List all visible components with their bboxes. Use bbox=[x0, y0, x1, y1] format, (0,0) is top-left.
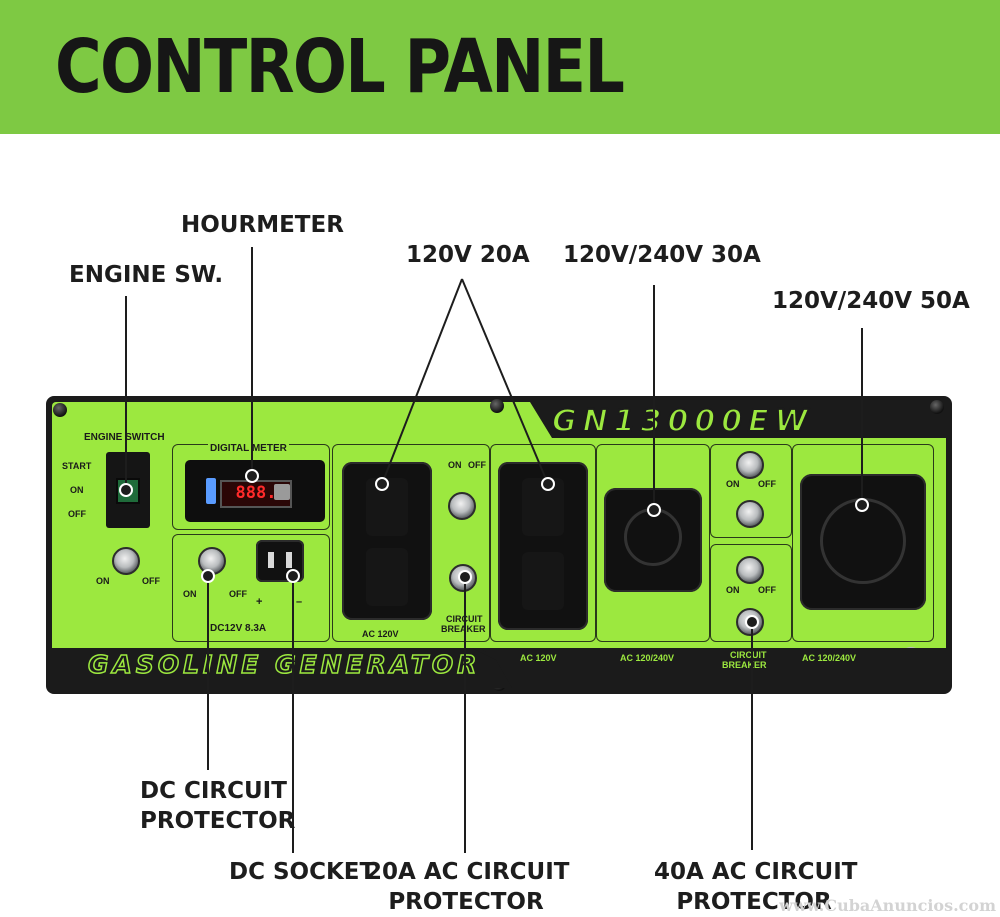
breaker30-box bbox=[710, 444, 792, 538]
breaker20-label-2: BREAKER bbox=[441, 624, 486, 634]
ac20-protector-callout-line2: PROTECTOR bbox=[388, 889, 544, 915]
ac50-label-overlay: AC 120/240V bbox=[802, 653, 857, 663]
header-banner bbox=[0, 0, 1000, 134]
page-title: CONTROL PANEL bbox=[55, 24, 625, 110]
breaker30-bottom-knob[interactable] bbox=[736, 500, 764, 528]
dc-circuit-protector-callout-line2: PROTECTOR bbox=[140, 808, 296, 834]
ac30-outlet[interactable] bbox=[604, 488, 702, 592]
ac120-outlet-left[interactable] bbox=[342, 462, 432, 620]
ac50-outlet[interactable] bbox=[800, 474, 926, 610]
engine-switch-callout: ENGINE SW. bbox=[69, 262, 224, 288]
meter-button[interactable] bbox=[274, 484, 290, 500]
breaker30-top-knob[interactable] bbox=[736, 451, 764, 479]
breaker40-top-knob[interactable] bbox=[736, 556, 764, 584]
breaker20-label-1: CIRCUIT bbox=[446, 614, 483, 624]
hourmeter-reading: 888. bbox=[220, 480, 292, 508]
outlet-20a-callout: 120V 20A bbox=[406, 242, 530, 268]
ac120-right-label-overlay: AC 120V bbox=[520, 653, 557, 663]
engine-switch-label: ENGINE SWITCH bbox=[84, 432, 165, 443]
outlet-50a-callout: 120V/240V 50A bbox=[772, 288, 970, 314]
engine-on-label: ON bbox=[70, 485, 84, 495]
screw-icon bbox=[53, 403, 67, 417]
ac120-left-label: AC 120V bbox=[362, 629, 399, 639]
meter-indicator-icon bbox=[206, 478, 216, 504]
ac20-protector-callout-line1: 20A AC CIRCUIT bbox=[366, 859, 570, 885]
engine-switch-rocker bbox=[116, 478, 140, 504]
dc-circuit-protector-callout-line1: DC CIRCUIT bbox=[140, 778, 287, 804]
outlet-30a-callout: 120V/240V 30A bbox=[563, 242, 761, 268]
screw-icon bbox=[490, 399, 504, 413]
digital-meter-label: DIGITAL METER bbox=[208, 443, 289, 454]
ac40-protector-callout-line1: 40A AC CIRCUIT bbox=[654, 859, 858, 885]
engine-switch[interactable] bbox=[106, 452, 150, 528]
ac40-protector-callout-line2: PROTECTOR bbox=[676, 889, 832, 915]
dc-circuit-protector-knob[interactable] bbox=[198, 547, 226, 575]
watermark: www.CubaAnuncios.com bbox=[779, 896, 996, 915]
engine-start-label: START bbox=[62, 461, 92, 471]
panel-footer-title: GASOLINE GENERATOR bbox=[87, 649, 481, 680]
ac30-label-overlay: AC 120/240V bbox=[620, 653, 675, 663]
breaker40-knob[interactable] bbox=[736, 608, 764, 636]
engine-choke-knob[interactable] bbox=[112, 547, 140, 575]
breaker40-label-overlay-1: CIRCUIT bbox=[730, 650, 767, 660]
dc-socket-callout: DC SOCKET bbox=[229, 859, 376, 885]
dc-socket[interactable] bbox=[256, 540, 304, 582]
dc-minus-label: – bbox=[296, 596, 303, 608]
breaker40-label-overlay-2: BREAKER bbox=[722, 660, 767, 670]
breaker20-top-knob[interactable] bbox=[448, 492, 476, 520]
breaker30-on-label: ON bbox=[726, 479, 740, 489]
model-name: GN13000EW bbox=[551, 403, 814, 440]
dc-off-label: OFF bbox=[229, 589, 247, 599]
dc-plus-label: + bbox=[256, 596, 263, 608]
breaker20-knob[interactable] bbox=[449, 564, 477, 592]
breaker40-off-label: OFF bbox=[758, 585, 776, 595]
on-label: ON bbox=[96, 576, 110, 586]
screw-icon bbox=[930, 400, 944, 414]
off-label: OFF bbox=[142, 576, 160, 586]
hourmeter-callout: HOURMETER bbox=[181, 212, 344, 238]
engine-off-label: OFF bbox=[68, 509, 86, 519]
dc-section-box bbox=[172, 534, 330, 642]
breaker40-on-label: ON bbox=[726, 585, 740, 595]
breaker20-on-label: ON bbox=[448, 460, 462, 470]
ac50-box bbox=[792, 444, 934, 642]
ac120-outlet-right[interactable] bbox=[498, 462, 588, 630]
breaker30-off-label: OFF bbox=[758, 479, 776, 489]
dc-rating-label: DC12V 8.3A bbox=[210, 623, 267, 634]
breaker20-off-label: OFF bbox=[468, 460, 486, 470]
dc-on-label: ON bbox=[183, 589, 197, 599]
